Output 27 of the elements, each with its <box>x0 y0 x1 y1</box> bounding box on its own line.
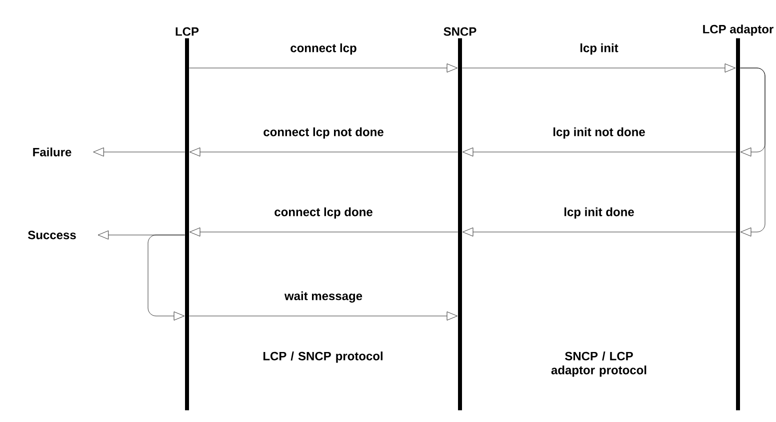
edge-label: connect lcp done <box>273 206 374 220</box>
node-label: SNCP <box>444 27 476 36</box>
node-label: LCP <box>176 27 199 36</box>
lifeline: LCP <box>176 27 199 410</box>
arrow <box>148 234 185 320</box>
lifeline: SNCP <box>444 27 476 410</box>
edge-label: connect lcp not done <box>262 126 385 140</box>
edge-label: lcp init not done <box>552 126 646 140</box>
edge-label: connect lcp <box>289 42 358 56</box>
node-label: LCP adaptor <box>703 24 774 36</box>
arrow <box>190 148 458 156</box>
arrow <box>189 312 458 320</box>
protocol-label: LCP / SNCP protocol <box>263 352 382 363</box>
protocol-label: SNCP / LCP adaptor protocol <box>551 352 646 377</box>
edge-label: lcp init done <box>562 206 636 220</box>
outcome-label: Failure <box>33 148 72 156</box>
edge-label: lcp init <box>578 42 620 56</box>
arrow <box>740 68 766 236</box>
arrow <box>190 228 458 236</box>
arrow <box>462 64 736 72</box>
edge-label: wait message <box>284 290 364 304</box>
arrow <box>189 64 458 72</box>
arrow <box>462 228 736 236</box>
arrow <box>93 148 185 156</box>
arrow <box>462 148 736 156</box>
outcome-label: Success <box>28 230 76 240</box>
lifeline: LCP adaptor <box>703 24 774 410</box>
